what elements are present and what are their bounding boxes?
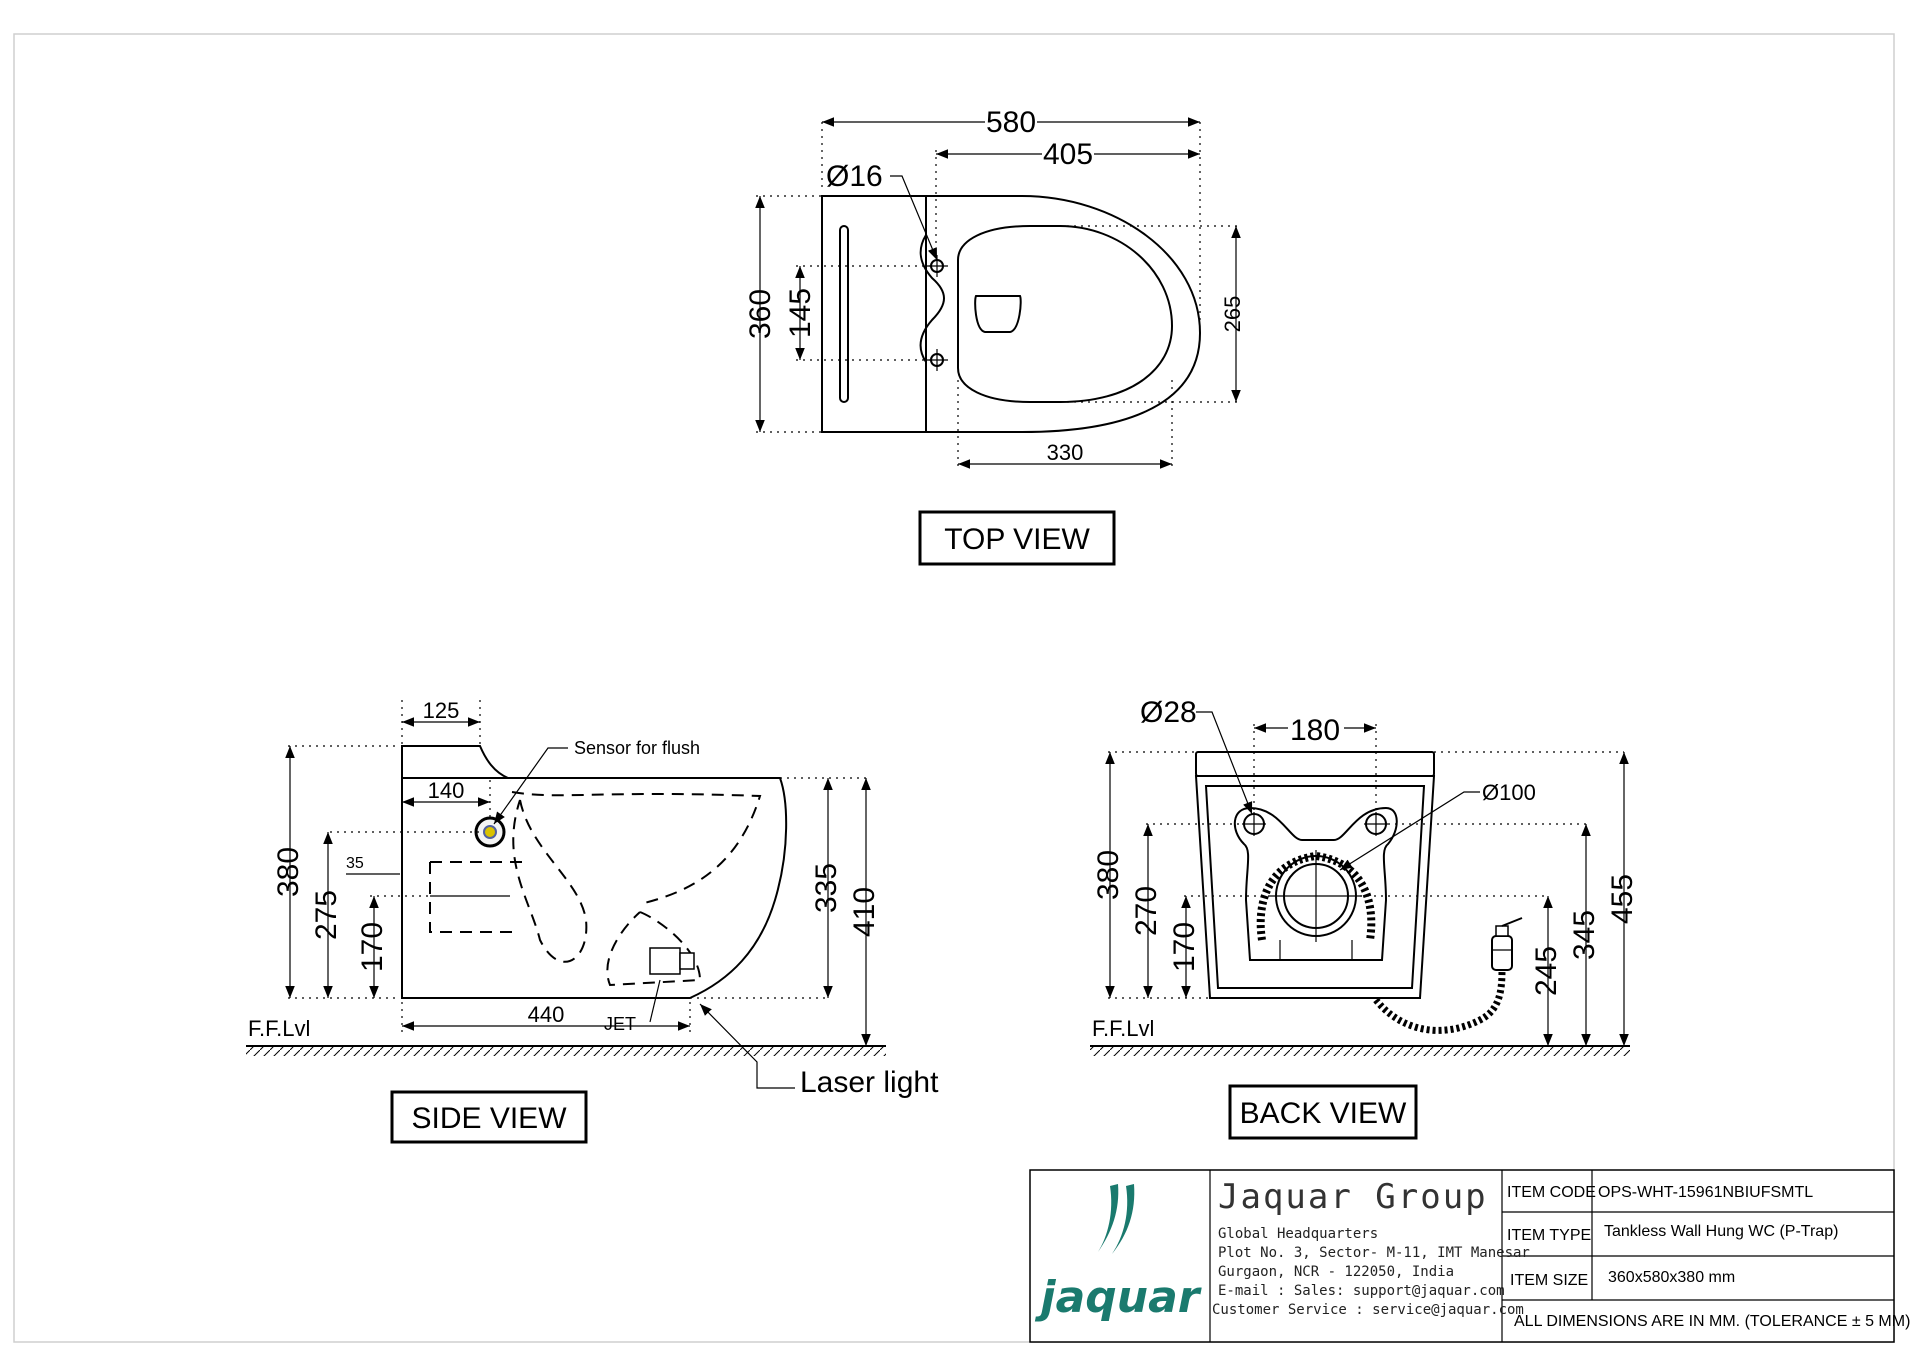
sheet-border bbox=[13, 33, 1895, 1343]
dim-440: 440 bbox=[528, 1002, 565, 1027]
item-code-label: ITEM CODE bbox=[1507, 1184, 1596, 1201]
top-view-title: TOP VIEW bbox=[944, 523, 1090, 556]
item-size-label: ITEM SIZE bbox=[1510, 1272, 1588, 1289]
side-floor-label: F.F.Lvl bbox=[248, 1016, 310, 1041]
item-type-value: Tankless Wall Hung WC (P-Trap) bbox=[1604, 1223, 1838, 1240]
dim-580: 580 bbox=[986, 106, 1036, 139]
dim-180: 180 bbox=[1290, 714, 1340, 747]
dim-380-back: 380 bbox=[1092, 850, 1125, 900]
dim-380-side: 380 bbox=[272, 847, 305, 897]
top-view-title-box bbox=[918, 510, 1116, 566]
item-size-value: 360x580x380 mm bbox=[1608, 1269, 1735, 1286]
side-view: F.F.Lvl JET Laser light Sensor for flush bbox=[246, 698, 939, 1144]
dim-345: 345 bbox=[1568, 910, 1601, 960]
dim-hole-dia: Ø16 bbox=[826, 160, 883, 193]
item-code-value: OPS-WHT-15961NBIUFSMTL bbox=[1598, 1184, 1813, 1201]
back-floor-label: F.F.Lvl bbox=[1092, 1016, 1154, 1041]
jet-nozzle bbox=[649, 947, 681, 975]
item-type-label: ITEM TYPE bbox=[1507, 1227, 1591, 1244]
address-line-1: Global Headquarters bbox=[1218, 1226, 1378, 1242]
dim-170-side: 170 bbox=[356, 922, 389, 972]
dim-275: 275 bbox=[310, 890, 343, 940]
dim-outlet-dia: Ø100 bbox=[1482, 780, 1536, 805]
dim-405: 405 bbox=[1043, 138, 1093, 171]
back-view-title: BACK VIEW bbox=[1240, 1097, 1407, 1130]
dim-hole-dia-back: Ø28 bbox=[1140, 696, 1197, 729]
dim-125: 125 bbox=[423, 698, 460, 723]
dimension-note: ALL DIMENSIONS ARE IN MM. (TOLERANCE ± 5… bbox=[1514, 1313, 1910, 1330]
jaquar-logo-icon: jaquar bbox=[1035, 1184, 1202, 1323]
back-view: F.F.Lvl bbox=[1090, 696, 1639, 1140]
svg-text:jaquar: jaquar bbox=[1035, 1272, 1202, 1323]
company-name: Jaquar Group bbox=[1218, 1177, 1488, 1217]
title-block: jaquar Jaquar Group Global Headquarters … bbox=[1029, 1169, 1910, 1343]
jet-label: JET bbox=[604, 1014, 636, 1034]
laser-label: Laser light bbox=[800, 1066, 939, 1099]
dim-360: 360 bbox=[744, 289, 777, 339]
top-view: 580 405 Ø16 360 145 265 330 TOP VIEW bbox=[744, 106, 1245, 566]
dim-140: 140 bbox=[428, 778, 465, 803]
address-line-5: Customer Service : service@jaquar.com bbox=[1212, 1302, 1524, 1318]
dim-35: 35 bbox=[346, 855, 364, 872]
address-line-2: Plot No. 3, Sector- M-11, IMT Manesar bbox=[1218, 1245, 1530, 1261]
address-line-4: E-mail : Sales: support@jaquar.com bbox=[1218, 1283, 1505, 1299]
dim-270: 270 bbox=[1130, 886, 1163, 936]
side-view-title-box bbox=[390, 1090, 588, 1144]
dim-170-back: 170 bbox=[1168, 922, 1201, 972]
dim-335: 335 bbox=[810, 863, 843, 913]
side-view-title: SIDE VIEW bbox=[411, 1102, 567, 1135]
dim-245: 245 bbox=[1530, 946, 1563, 996]
dim-145: 145 bbox=[784, 288, 817, 338]
dim-455: 455 bbox=[1606, 874, 1639, 924]
sensor-label: Sensor for flush bbox=[574, 738, 700, 758]
address-line-3: Gurgaon, NCR - 122050, India bbox=[1218, 1264, 1454, 1280]
dim-410: 410 bbox=[848, 887, 881, 937]
back-view-title-box bbox=[1228, 1084, 1418, 1140]
dim-330: 330 bbox=[1047, 440, 1084, 465]
angle-valve bbox=[1491, 935, 1513, 971]
dim-265: 265 bbox=[1220, 296, 1245, 333]
